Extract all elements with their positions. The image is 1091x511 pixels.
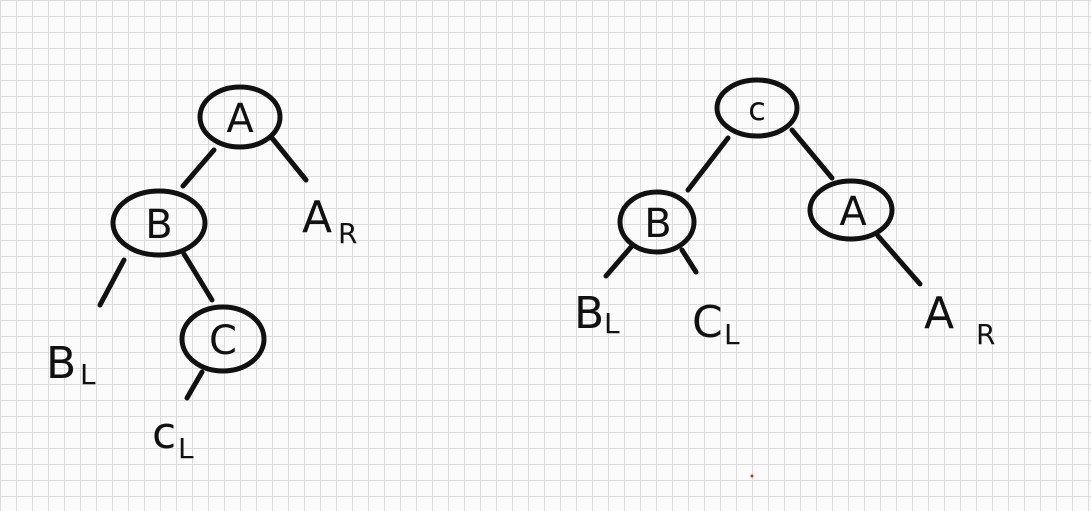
- edge-a-b: [180, 147, 217, 189]
- leaf-cl-right: C L: [692, 297, 740, 351]
- leaf-bl-right-sub: L: [604, 307, 620, 340]
- node-b-right-circle: [617, 189, 697, 255]
- leaf-cl: c L: [152, 408, 194, 465]
- node-b-right: B: [617, 189, 697, 255]
- node-c: C: [179, 304, 267, 374]
- edge-b-bl: [97, 257, 127, 308]
- node-a-right: A: [807, 178, 895, 242]
- leaf-ar-sub: R: [338, 217, 357, 250]
- leaf-cl-sub: L: [178, 432, 194, 465]
- tree-left: A B C A R B L c L: [46, 84, 357, 465]
- node-b-circle: [110, 188, 208, 258]
- node-b-right-label: B: [644, 201, 671, 247]
- leaf-ar-right-main: A: [924, 288, 954, 339]
- edge-c-b: [685, 135, 731, 193]
- node-c-root-label: c: [748, 90, 766, 128]
- node-a-circle: [197, 84, 283, 150]
- leaf-cl-right-sub: L: [724, 318, 740, 351]
- node-b-label: B: [145, 202, 172, 248]
- node-c-root: c: [714, 77, 800, 139]
- edge-b-cl-right: [679, 247, 699, 275]
- leaf-bl-right: B L: [574, 288, 620, 340]
- edge-b-c: [181, 251, 215, 303]
- node-a-label: A: [226, 96, 254, 142]
- leaf-cl-right-main: C: [692, 297, 723, 348]
- leaf-ar-right-sub: R: [976, 318, 995, 351]
- leaf-bl-sub: L: [80, 358, 96, 391]
- leaf-ar-main: A: [302, 192, 332, 243]
- leaf-bl-main: B: [46, 338, 76, 389]
- edge-a-ar: [269, 135, 309, 183]
- leaf-bl-right-main: B: [574, 288, 604, 339]
- node-b: B: [110, 188, 208, 258]
- node-c-root-circle: [714, 77, 800, 139]
- node-c-label: C: [209, 318, 237, 364]
- leaf-bl: B L: [46, 338, 96, 391]
- leaf-ar: A R: [302, 192, 357, 250]
- edge-b-bl-right: [603, 243, 635, 279]
- tree-right: c B A B L C L A R: [574, 77, 995, 351]
- node-a-right-label: A: [839, 189, 867, 235]
- leaf-cl-main: c: [152, 408, 176, 459]
- edge-c-a: [789, 127, 835, 181]
- node-c-circle: [179, 304, 267, 374]
- edge-a-ar-right: [875, 233, 923, 287]
- node-a-right-circle: [807, 178, 895, 242]
- edge-c-cl: [184, 369, 205, 401]
- stray-dot: [750, 474, 754, 478]
- node-a: A: [197, 84, 283, 150]
- leaf-ar-right: A R: [924, 288, 995, 351]
